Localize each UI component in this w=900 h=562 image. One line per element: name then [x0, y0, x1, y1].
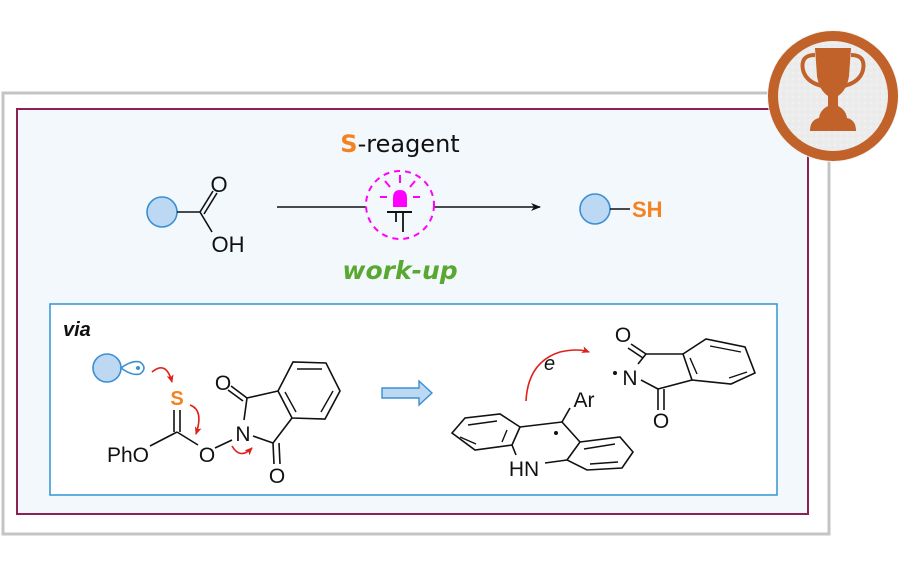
workup-label: work-up — [342, 256, 457, 285]
xanthate-reagent: S PhO O N O O — [107, 361, 341, 488]
substrate-acid: O OH — [146, 172, 245, 257]
thione-sulfur: S — [170, 388, 183, 410]
reagent-label: S-reagent — [340, 130, 459, 158]
electron-arrow-1 — [151, 366, 174, 383]
substrate-sphere — [146, 196, 178, 228]
imide-oxygen-top: O — [215, 372, 231, 395]
alkyl-radical — [92, 353, 145, 383]
imide-nitrogen: N — [235, 423, 250, 446]
product-sphere — [579, 193, 611, 225]
via-label: via — [63, 319, 91, 341]
radical-dot — [136, 366, 140, 370]
reagent-sulfur: S — [340, 130, 357, 158]
radical-nitrogen: N — [622, 367, 637, 390]
ester-oxygen: O — [199, 444, 215, 467]
hydroxyl-label: OH — [212, 232, 245, 257]
electron-arrow-2 — [189, 404, 202, 435]
trophy-icon — [800, 48, 866, 131]
transformation-arrow — [381, 379, 434, 407]
electron-arrow-3 — [231, 445, 253, 456]
acridine-radical-dot — [554, 431, 558, 435]
reagent-text: -reagent — [358, 130, 460, 158]
nitrogen-radical-dot — [613, 371, 617, 375]
carbonyl-oxygen: O — [210, 172, 227, 197]
led-light-icon — [365, 170, 435, 240]
radical-oxygen-bottom: O — [653, 410, 669, 433]
thiol-group: SH — [632, 197, 663, 222]
phthalimidyl-radical: N O O — [613, 324, 757, 433]
phenoxy-label: PhO — [107, 444, 149, 467]
electron-transfer-arrow — [525, 346, 590, 402]
aryl-label: Ar — [574, 389, 595, 412]
trophy-badge — [767, 30, 899, 162]
electron-label: e — [544, 353, 555, 375]
radical-oxygen-top: O — [615, 324, 631, 347]
mechanism-box — [49, 303, 778, 496]
imide-oxygen-bottom: O — [269, 465, 285, 488]
amine-label: HN — [509, 458, 539, 481]
product-thiol: SH — [579, 193, 663, 225]
acridine-radical: Ar HN — [450, 389, 635, 481]
